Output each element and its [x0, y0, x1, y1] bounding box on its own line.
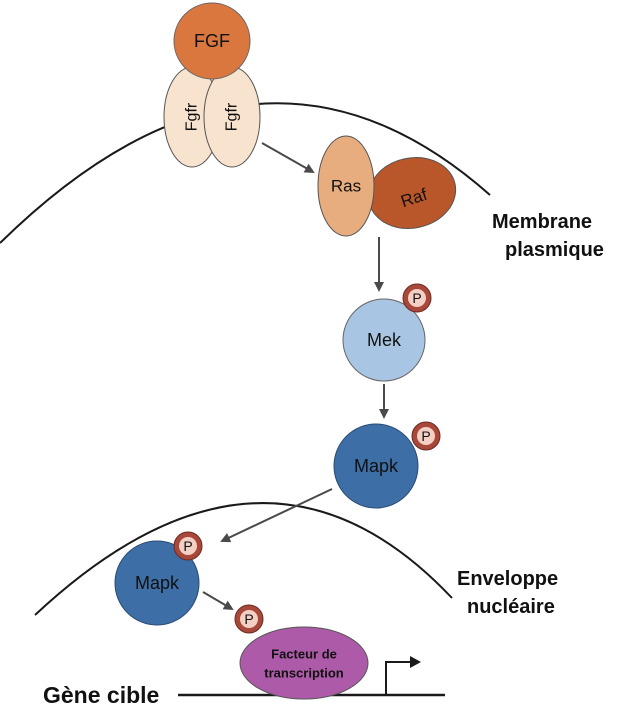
membrane-label-line2: plasmique: [505, 239, 604, 261]
mapk-cyto-phospho-label: P: [421, 428, 430, 444]
arrow-mapk-translocation: [220, 488, 333, 543]
arrow-receptor-to-ras: [261, 142, 315, 173]
mek-phospho-badge: P: [402, 283, 432, 313]
fgf-shape: [173, 2, 251, 80]
mapk-cyto-shape: [333, 423, 419, 509]
envelope-label-line1: Enveloppe: [457, 568, 558, 590]
fgf-receptor: Fgfr Fgfr: [163, 66, 261, 168]
promoter-arrowhead: [410, 656, 421, 668]
mapk-nuclear-label: Mapk: [135, 573, 180, 593]
mapk-nuclear-shape: [114, 540, 200, 626]
nuclear-envelope: [34, 502, 453, 616]
mapk-cyto-label: Mapk: [354, 456, 399, 476]
mek-phospho-label: P: [412, 290, 421, 306]
mapk-nuclear: Mapk P: [114, 531, 203, 626]
arrow-mapk-to-tf: [202, 591, 234, 611]
tf-shape: [239, 626, 369, 700]
mapk-nuclear-phospho-label: P: [183, 538, 192, 554]
envelope-label-line2: nucléaire: [467, 596, 555, 618]
membrane-label-line1: Membrane: [492, 211, 592, 233]
raf-protein: Raf: [367, 157, 457, 229]
promoter-arrow-icon: [385, 661, 412, 695]
mek-protein: Mek P: [342, 283, 432, 382]
mapk-cytoplasmic: Mapk P: [333, 421, 441, 509]
tf-label-line2: transcription: [264, 666, 344, 681]
mapk-cyto-phospho-badge: P: [411, 421, 441, 451]
ras-shape: [317, 135, 375, 237]
ras-protein: Ras: [317, 135, 375, 237]
mek-shape: [342, 298, 426, 382]
mapk-nuclear-phospho-badge: P: [173, 531, 203, 561]
fgf-ligand: FGF: [173, 2, 251, 80]
tf-phospho-badge: P: [234, 604, 264, 634]
ras-label: Ras: [331, 177, 361, 196]
fgfr-right-label: Fgfr: [224, 102, 241, 131]
tf-label-line1: Facteur de: [271, 647, 337, 662]
gene-label: Gène cible: [43, 682, 159, 708]
fgf-label: FGF: [194, 31, 230, 51]
fgfr-left-label: Fgfr: [184, 102, 201, 131]
mek-label: Mek: [367, 330, 402, 350]
tf-phospho-label: P: [244, 611, 253, 627]
transcription-factor: Facteur de transcription P: [234, 604, 369, 700]
